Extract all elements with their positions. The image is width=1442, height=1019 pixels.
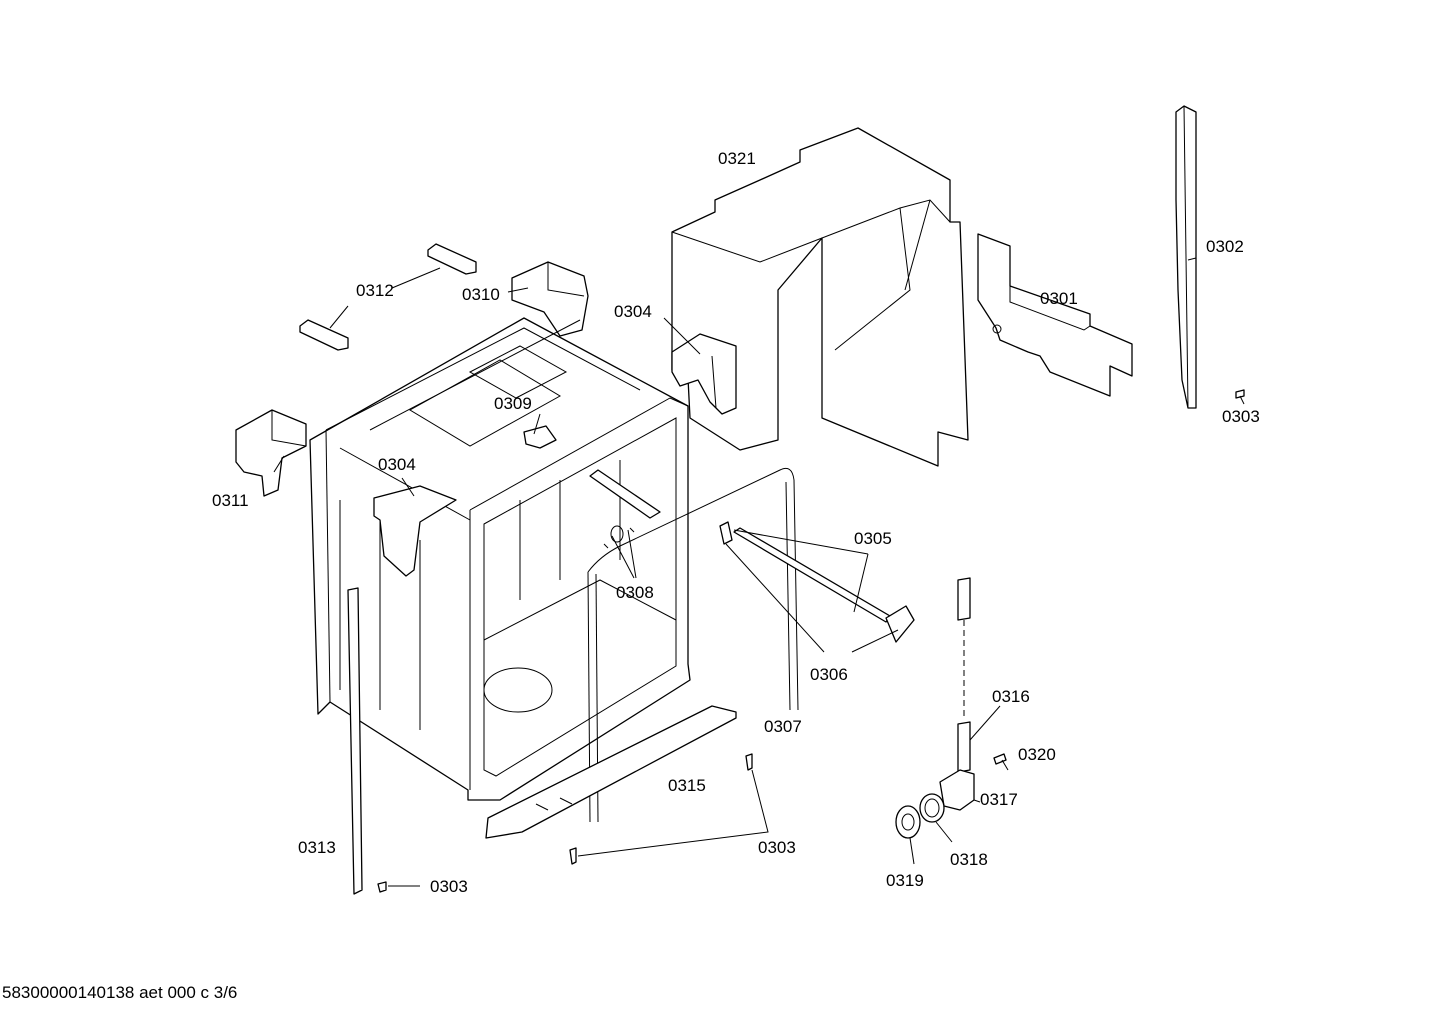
part-0317-elbow	[939, 769, 975, 811]
label-0306: 0306	[810, 665, 848, 684]
part-0311-side-connector	[235, 409, 307, 497]
part-0318-ring	[919, 793, 945, 823]
part-0321-insulation-panel	[671, 127, 969, 467]
part-0310-connector	[511, 261, 589, 337]
leader-lines	[273, 257, 1245, 887]
label-0308: 0308	[616, 583, 654, 602]
part-0308-rail	[589, 469, 661, 549]
part-0305-rail	[719, 521, 915, 643]
part-0315-plinth	[485, 705, 737, 839]
part-0303-screw-right	[1235, 389, 1245, 399]
label-0303-right: 0303	[1222, 407, 1260, 426]
part-0316-hose	[957, 577, 971, 773]
part-0301-bracket	[977, 233, 1133, 397]
label-0304-upper: 0304	[614, 302, 652, 321]
label-0307: 0307	[764, 717, 802, 736]
label-0320: 0320	[1018, 745, 1056, 764]
label-0305: 0305	[854, 529, 892, 548]
part-0304-clip-upper	[671, 333, 737, 415]
part-0319-cap	[895, 805, 921, 839]
label-0317: 0317	[980, 790, 1018, 809]
label-0303-left: 0303	[430, 877, 468, 896]
label-0309: 0309	[494, 394, 532, 413]
part-0312-brackets	[299, 243, 477, 351]
label-0319: 0319	[886, 871, 924, 890]
label-0311: 0311	[212, 491, 249, 510]
label-0312: 0312	[356, 281, 394, 300]
part-0309-clip	[523, 425, 557, 449]
part-0313-side-strip	[347, 587, 363, 895]
label-0315: 0315	[668, 776, 706, 795]
part-0303-screws	[377, 753, 753, 893]
label-0310: 0310	[462, 285, 500, 304]
label-0303-middle: 0303	[758, 838, 796, 857]
label-0318: 0318	[950, 850, 988, 869]
label-0304-lower: 0304	[378, 455, 416, 474]
label-0321: 0321	[718, 149, 756, 168]
label-0302: 0302	[1206, 237, 1244, 256]
label-0301: 0301	[1040, 289, 1078, 308]
labels: 0321 0302 0301 0303 0304 0312 0310 0309 …	[212, 149, 1260, 896]
label-0316: 0316	[992, 687, 1030, 706]
footer-text: 58300000140138 aet 000 c 3/6	[2, 983, 237, 1002]
part-tub	[309, 317, 691, 801]
part-0302-side-strip	[1175, 105, 1197, 409]
part-0320-screw	[993, 753, 1007, 765]
part-0304-clip-lower	[373, 485, 457, 577]
label-0313: 0313	[298, 838, 336, 857]
